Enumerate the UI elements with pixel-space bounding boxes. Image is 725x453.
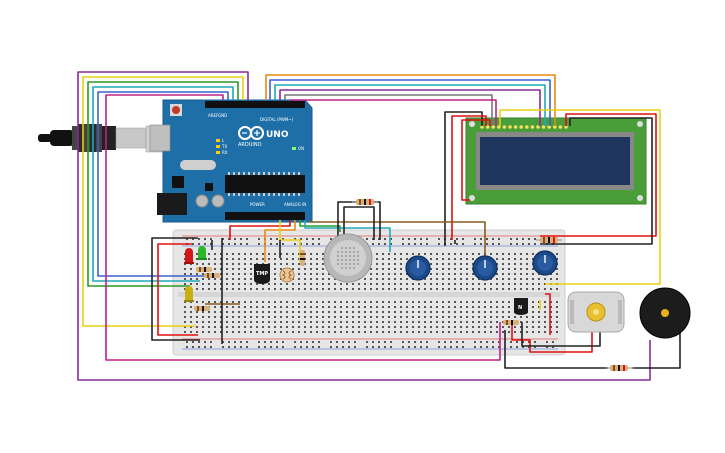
- wire-grey-top: [284, 94, 493, 126]
- resistor-top: [352, 199, 378, 205]
- wire-red-lcd-right: [540, 113, 657, 237]
- wire-magenta-left: [105, 94, 501, 361]
- wire-black-lcd: [444, 111, 483, 246]
- wire-brown-a3: [309, 220, 486, 256]
- resistor-sensor: [300, 250, 305, 266]
- transistor-label: N: [518, 305, 522, 311]
- wire-black-resistor: [504, 330, 608, 369]
- wire-green-left: [87, 81, 239, 287]
- on-led-label: ON: [298, 146, 304, 151]
- lcd-header-pins: [480, 125, 568, 129]
- wire-red-lcd: [451, 115, 487, 240]
- led-red: [184, 248, 194, 264]
- analog-pins-label: ANALOG IN: [284, 202, 306, 207]
- arduino-uno-board: UNO ARDUINO DIGITAL (PWM~) POWER ANALOG …: [149, 99, 313, 223]
- led-green: [197, 246, 207, 260]
- potentiometer-3: [532, 250, 558, 276]
- arduino-model-label: UNO: [266, 130, 289, 140]
- tx-label: TX: [221, 144, 227, 149]
- wire-black-left-rail: [151, 237, 200, 341]
- wire-blue-left: [97, 91, 229, 277]
- resistor-right: [536, 237, 562, 243]
- wire-red-left-rail: [157, 243, 198, 336]
- wire-cyan-top: [274, 84, 546, 126]
- wire-red-5v: [229, 220, 291, 240]
- piezo-buzzer: [639, 287, 691, 339]
- wire-black-buzzer: [632, 330, 681, 369]
- breadboard: [172, 229, 566, 356]
- arduino-logo-icon: [238, 126, 264, 140]
- arduino-brand-label: ARDUINO: [238, 142, 262, 148]
- resistor-transistor: [503, 320, 519, 325]
- wire-purple-outer: [77, 71, 651, 381]
- wire-yellow-left: [82, 76, 244, 327]
- wire-yellow-lcd: [499, 109, 661, 285]
- resistor-led-red: [196, 267, 212, 272]
- wire-blue-top: [269, 79, 551, 126]
- wire-orange-top: [265, 74, 556, 126]
- power-pins-label: POWER: [250, 202, 265, 207]
- wire-cyan-left: [92, 86, 234, 282]
- transistor: N: [514, 298, 528, 315]
- breadboard-holes: [184, 238, 558, 348]
- resistor-bottom: [606, 365, 634, 371]
- resistors: [194, 199, 634, 371]
- led-yellow: [184, 286, 194, 302]
- aref-label: AREF: [208, 113, 219, 118]
- rx-label: RX: [222, 150, 228, 155]
- wire-green-a1: [299, 220, 341, 232]
- lcd-screen: [480, 137, 630, 185]
- wire-black-motor: [521, 322, 601, 347]
- wire-cyan-a2: [304, 220, 391, 252]
- wire-yellow-gnd: [279, 220, 301, 262]
- l-led-label: L: [222, 138, 225, 143]
- digital-pins-label: DIGITAL (PWM~): [260, 117, 294, 122]
- lcd-display-module: [465, 117, 647, 205]
- gas-sensor: [323, 233, 373, 283]
- wires: [77, 71, 681, 381]
- wire-magenta-top: [290, 99, 497, 126]
- wire-black-lcd-right: [540, 117, 653, 245]
- temp-sensor-label: TMP: [256, 271, 268, 277]
- gas-sensor-mesh: [337, 247, 359, 269]
- resistor-led-yellow: [194, 306, 210, 311]
- resistor-led-green: [204, 273, 220, 278]
- wire-black-gas-b: [343, 206, 375, 240]
- gnd-label: GND: [218, 113, 227, 118]
- potentiometer-2: [472, 255, 498, 281]
- wire-purple-top: [279, 89, 541, 126]
- dc-motor: [567, 291, 625, 333]
- temperature-sensor: TMP: [254, 264, 270, 284]
- wire-red-right: [545, 293, 551, 335]
- wire-red-lcd-b: [461, 119, 491, 201]
- potentiometer-1: [405, 255, 431, 281]
- photoresistor: [279, 267, 295, 283]
